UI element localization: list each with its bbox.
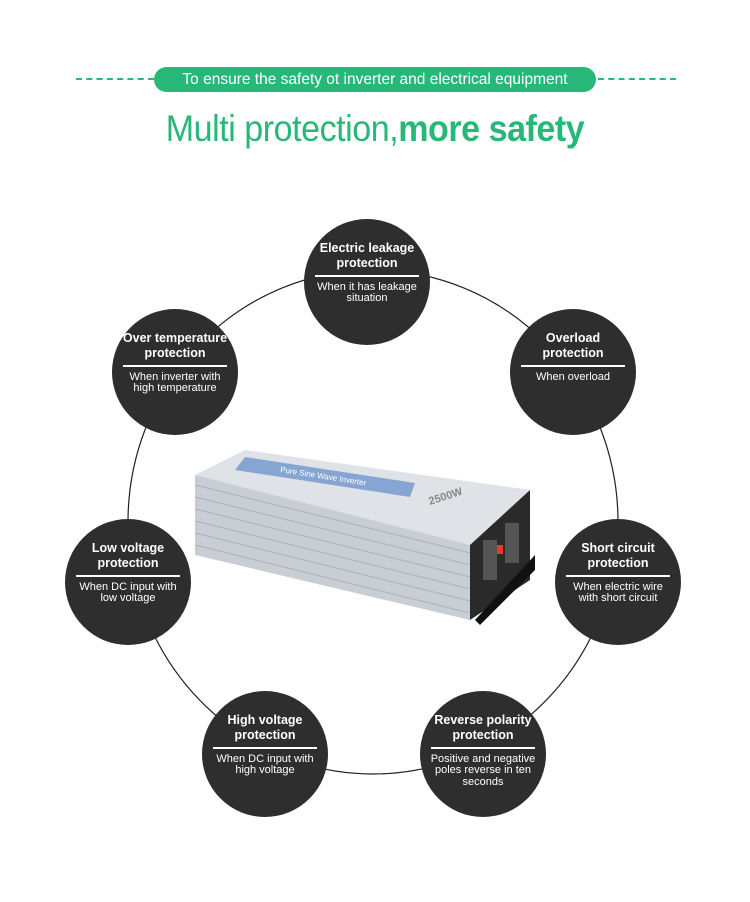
page-title: Multi protection,more safety — [30, 108, 720, 150]
title-light: Multi protection, — [165, 108, 399, 149]
protection-title: Electric leakage protection — [319, 241, 415, 270]
subtitle-banner: To ensure the safety ot inverter and ele… — [154, 67, 596, 92]
protection-title: High voltage protection — [227, 713, 303, 742]
protection-desc: When electric wire with short circuit — [573, 580, 663, 604]
divider — [521, 365, 625, 367]
protection-title: Short circuit protection — [581, 541, 655, 570]
protection-desc: When overload — [536, 370, 610, 383]
divider — [431, 747, 535, 749]
protection-title: Overload protection — [542, 331, 604, 360]
dashed-divider-left — [76, 78, 154, 80]
inverter-product-image: Pure Sine Wave Inverter 2500W — [194, 450, 535, 625]
title-bold: more safety — [398, 108, 585, 149]
divider — [76, 575, 180, 577]
protection-desc: Positive and negative poles reverse in t… — [430, 752, 536, 788]
protection-desc: When it has leakage situation — [317, 280, 417, 304]
protection-desc: When DC input with high voltage — [216, 752, 314, 776]
protection-title: Low voltage protection — [91, 541, 165, 570]
dashed-divider-right — [598, 78, 676, 80]
divider — [315, 275, 419, 277]
divider — [566, 575, 670, 577]
protection-title: Reverse polarity protection — [434, 713, 532, 742]
protection-desc: When inverter with high temperature — [129, 370, 221, 394]
protection-title: Over temperature protection — [122, 331, 228, 360]
divider — [123, 365, 227, 367]
divider — [213, 747, 317, 749]
protection-desc: When DC input with low voltage — [79, 580, 177, 604]
